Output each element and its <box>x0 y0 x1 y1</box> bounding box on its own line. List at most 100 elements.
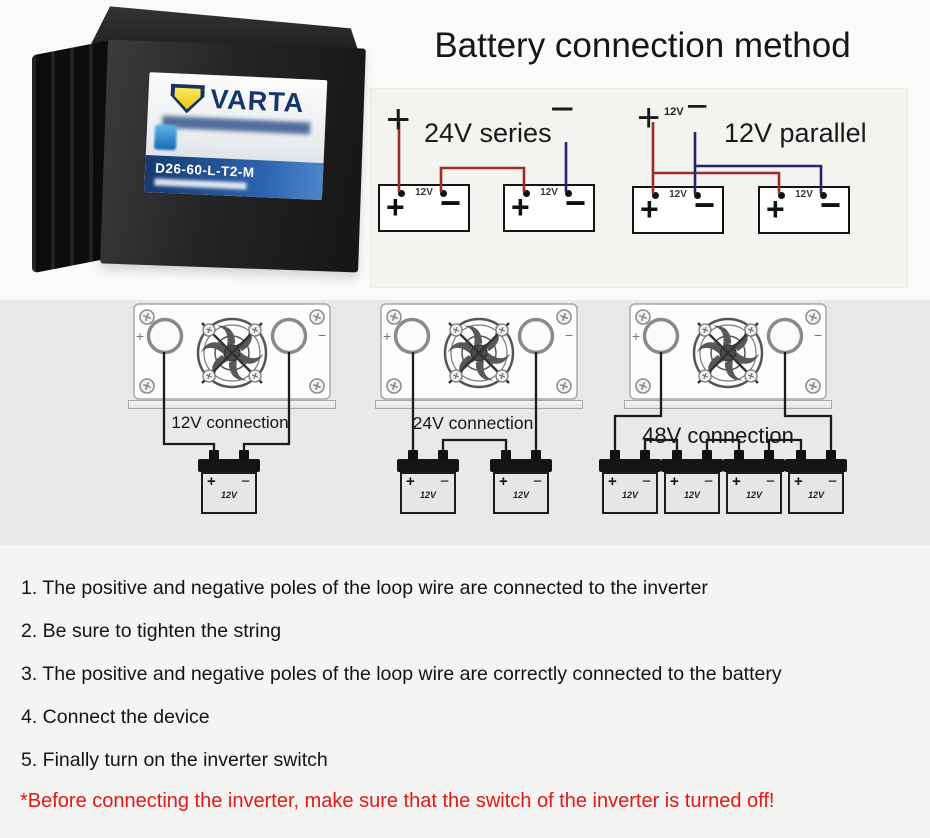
battery-voltage-label: 12V <box>220 490 237 500</box>
inverter-panel: + − <box>380 303 578 400</box>
battery-post <box>702 450 712 462</box>
instruction-line-5: 5. Finally turn on the inverter switch <box>21 749 328 771</box>
series-battery-2: 12V + − <box>503 182 595 232</box>
connection-label-12v: 12V connection <box>171 413 289 432</box>
battery-model-strip: D26-60-L-T2-M <box>144 155 324 201</box>
battery-cap <box>785 459 847 472</box>
inverter-unit-48v: + − <box>624 303 832 409</box>
corner-screw-icons <box>386 309 572 394</box>
parallel-diagram-label: 12V parallel <box>724 118 867 148</box>
battery-post <box>826 450 836 462</box>
battery-plus-symbol: + <box>207 473 216 490</box>
battery-post <box>734 450 744 462</box>
battery-cap <box>198 459 260 472</box>
battery-minus-symbol: − <box>693 184 715 225</box>
battery-minus-symbol: − <box>766 473 775 490</box>
series-positive-symbol: + <box>386 95 411 142</box>
inverter-panel: + − <box>629 303 827 400</box>
battery-post-dot <box>565 190 572 197</box>
inverter-unit-24v: + − <box>375 303 583 409</box>
battery-plus-symbol: + <box>670 473 679 490</box>
battery-post-dot <box>694 192 701 199</box>
battery-post <box>408 450 418 462</box>
battery-photo-front-face: VARTA D26-60-L-T2-M <box>100 39 366 273</box>
battery-post-dot <box>778 192 785 199</box>
battery-12v-connection-1: + − 12V <box>198 450 260 514</box>
battery-plus-symbol: + <box>499 473 508 490</box>
negative-terminal <box>270 317 308 355</box>
battery-body: + − 12V <box>400 472 456 514</box>
series-battery-1: 12V + − <box>378 182 470 232</box>
inverter-unit-12v: + − <box>128 303 336 409</box>
battery-post-dot <box>652 192 659 199</box>
battery-label-badge-icon <box>154 124 178 151</box>
battery-minus-symbol: − <box>828 473 837 490</box>
battery-post-dot <box>440 190 447 197</box>
bottom-band <box>0 545 930 838</box>
panel-minus-mark: − <box>565 327 573 343</box>
battery-photo: VARTA D26-60-L-T2-M <box>26 2 366 292</box>
battery-voltage-label: 12V <box>621 490 638 500</box>
panel-plus-mark: + <box>383 328 391 344</box>
battery-body: + − 12V <box>788 472 844 514</box>
instruction-line-3: 3. The positive and negative poles of th… <box>21 663 782 685</box>
battery-post-dot <box>398 190 405 197</box>
battery-cap <box>661 459 723 472</box>
instruction-line-1: 1. The positive and negative poles of th… <box>21 577 708 599</box>
battery-minus-symbol: − <box>642 473 651 490</box>
battery-minus-symbol: − <box>704 473 713 490</box>
battery-plus-symbol: + <box>406 473 415 490</box>
battery-post <box>640 450 650 462</box>
battery-post <box>239 450 249 462</box>
battery-cap <box>723 459 785 472</box>
series-negative-symbol: − <box>550 85 575 132</box>
battery-voltage-label: 12V <box>795 189 813 200</box>
connection-label-48v: 48V connection <box>642 423 794 448</box>
battery-post <box>209 450 219 462</box>
battery-post <box>796 450 806 462</box>
battery-plus-symbol: + <box>766 191 785 227</box>
battery-body: + − 12V <box>493 472 549 514</box>
battery-model-blurred-subtext <box>154 178 247 190</box>
battery-24v-connection-1: + − 12V <box>397 450 459 514</box>
panel-minus-mark: − <box>814 327 822 343</box>
battery-post-dot <box>820 192 827 199</box>
battery-post <box>531 450 541 462</box>
battery-post <box>764 450 774 462</box>
inverter-panel: + − <box>133 303 331 400</box>
battery-minus-symbol: − <box>564 182 586 223</box>
inverter-base-rail <box>128 400 336 409</box>
inverter-base-rail <box>624 400 832 409</box>
battery-minus-symbol: − <box>440 473 449 490</box>
battery-cap <box>397 459 459 472</box>
battery-minus-symbol: − <box>439 182 461 223</box>
battery-post <box>672 450 682 462</box>
battery-photo-side-face <box>32 40 108 274</box>
battery-minus-symbol: − <box>533 473 542 490</box>
fan-icon <box>692 317 764 389</box>
battery-voltage-label: 12V <box>745 490 762 500</box>
positive-terminal <box>642 317 680 355</box>
panel-minus-mark: − <box>318 327 326 343</box>
battery-body: + − 12V <box>602 472 658 514</box>
battery-plus-symbol: + <box>640 191 659 227</box>
parallel-battery-2: 12V + − <box>758 185 850 234</box>
panel-plus-mark: + <box>632 328 640 344</box>
battery-cap <box>490 459 552 472</box>
page-title: Battery connection method <box>434 26 851 65</box>
positive-terminal <box>146 317 184 355</box>
battery-brand-text: VARTA <box>209 83 305 119</box>
battery-label: VARTA D26-60-L-T2-M <box>144 72 328 201</box>
battery-label-blurred-text <box>161 115 311 135</box>
parallel-battery-1: 12V + − <box>632 184 724 234</box>
battery-plus-symbol: + <box>608 473 617 490</box>
battery-post <box>610 450 620 462</box>
battery-48v-connection-4: + − 12V <box>785 450 847 514</box>
battery-minus-symbol: − <box>241 473 250 490</box>
fan-icon <box>443 317 515 389</box>
battery-voltage-label: 12V <box>683 490 700 500</box>
battery-voltage-label: 12V <box>807 490 824 500</box>
positive-terminal <box>393 317 431 355</box>
battery-48v-connection-3: + − 12V <box>723 450 785 514</box>
